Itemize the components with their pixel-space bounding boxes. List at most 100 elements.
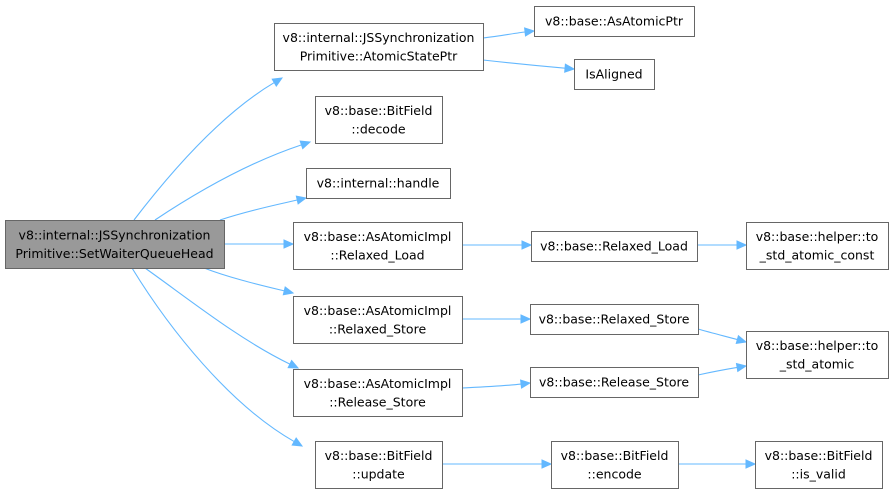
edge-line [203, 267, 285, 292]
edge-line [131, 267, 295, 443]
node-label: v8::base::Relaxed_Store [539, 312, 690, 327]
node-internal-handle[interactable]: v8::internal::handle [306, 168, 451, 199]
node-is-aligned[interactable]: IsAligned [574, 59, 655, 90]
edge-atomic-impl-release-store-to-release-store [461, 379, 532, 389]
node-box [746, 331, 889, 379]
edge-line [482, 31, 526, 39]
node-label: _std_atomic_const [759, 247, 875, 262]
arrowhead-icon [735, 334, 748, 345]
node-label: v8::internal::handle [317, 176, 440, 191]
node-box [746, 222, 889, 270]
edge-root-to-atomic-impl-relaxed-store [203, 267, 295, 296]
arrowhead-icon [541, 459, 553, 469]
node-label: IsAligned [585, 67, 642, 82]
node-bitfield-decode[interactable]: v8::base::BitField::decode [315, 96, 443, 144]
nodes-layer: v8::internal::JSSynchronizationPrimitive… [5, 6, 889, 489]
node-label: _std_atomic [779, 356, 855, 371]
node-label: v8::base::BitField [325, 448, 433, 463]
node-box [534, 6, 695, 37]
edge-atomic-impl-relaxed-load-to-relaxed-load [462, 240, 533, 250]
node-box [755, 441, 883, 489]
arrowhead-icon [287, 359, 300, 369]
edge-line [482, 59, 566, 69]
node-label: v8::base::BitField [765, 448, 873, 463]
node-as-atomic-ptr[interactable]: v8::base::AsAtomicPtr [534, 6, 695, 37]
node-label: ::is_valid [791, 466, 846, 481]
node-label: v8::base::AsAtomicImpl [304, 303, 452, 318]
node-label: v8::base::helper::to [756, 338, 879, 353]
arrowhead-icon [735, 362, 748, 373]
node-label: v8::base::helper::to [756, 229, 879, 244]
node-label: v8::base::Release_Store [539, 375, 689, 390]
edge-root-to-atomic-impl-release-store [144, 267, 300, 369]
node-label: v8::base::BitField [325, 103, 433, 118]
edge-relaxed-load-to-to-std-atomic-const [697, 240, 748, 250]
node-label: ::decode [351, 121, 406, 136]
node-atomic-state-ptr[interactable]: v8::internal::JSSynchronizationPrimitive… [274, 23, 484, 71]
arrowhead-icon [271, 77, 284, 87]
edge-line [219, 199, 298, 221]
edge-release-store-to-to-std-atomic [697, 362, 748, 376]
arrowhead-icon [282, 286, 295, 296]
arrowhead-icon [524, 27, 536, 37]
node-box [274, 23, 484, 71]
node-box [293, 222, 463, 270]
arrowhead-icon [283, 239, 295, 249]
node-to-std-atomic-const[interactable]: v8::base::helper::to_std_atomic_const [746, 222, 889, 270]
node-box [531, 231, 698, 262]
node-bitfield-is-valid[interactable]: v8::base::BitField::is_valid [755, 441, 883, 489]
node-atomic-impl-relaxed-store[interactable]: v8::base::AsAtomicImpl::Relaxed_Store [293, 296, 463, 344]
edge-line [697, 366, 738, 376]
node-release-store[interactable]: v8::base::Release_Store [530, 367, 699, 398]
edge-bitfield-encode-to-bitfield-is-valid [677, 459, 757, 469]
node-to-std-atomic[interactable]: v8::base::helper::to_std_atomic [746, 331, 889, 379]
edge-bitfield-update-to-bitfield-encode [441, 459, 553, 469]
arrowhead-icon [299, 140, 312, 150]
edge-root-to-atomic-impl-relaxed-load [224, 239, 295, 249]
edge-atomic-state-ptr-to-as-atomic-ptr [482, 27, 536, 39]
edge-root-to-bitfield-update [131, 267, 304, 447]
node-label: v8::base::AsAtomicImpl [304, 229, 452, 244]
node-label: Primitive::AtomicStatePtr [300, 48, 458, 63]
node-label: ::Relaxed_Store [329, 321, 427, 336]
edge-root-to-atomic-state-ptr [133, 77, 284, 221]
node-label: ::encode [587, 466, 641, 481]
arrowhead-icon [520, 314, 532, 324]
node-label: v8::internal::JSSynchronization [283, 30, 475, 45]
edge-atomic-impl-relaxed-store-to-relaxed-store [461, 314, 532, 324]
edge-root-to-bitfield-decode [154, 140, 312, 221]
node-label: v8::base::AsAtomicPtr [545, 14, 684, 29]
arrowhead-icon [745, 459, 757, 469]
node-box [530, 367, 699, 398]
node-atomic-impl-relaxed-load[interactable]: v8::base::AsAtomicImpl::Relaxed_Load [293, 222, 463, 270]
node-relaxed-load[interactable]: v8::base::Relaxed_Load [531, 231, 698, 262]
edges-layer [131, 27, 757, 469]
node-box [315, 441, 443, 489]
node-box [315, 96, 443, 144]
node-label: v8::base::Relaxed_Load [540, 239, 688, 254]
edge-line [133, 82, 275, 221]
node-box [551, 441, 679, 489]
edge-line [697, 328, 738, 341]
arrowhead-icon [291, 437, 304, 447]
node-box [530, 304, 699, 335]
node-atomic-impl-release-store[interactable]: v8::base::AsAtomicImpl::Release_Store [293, 369, 463, 417]
arrowhead-icon [521, 240, 533, 250]
node-box [5, 220, 225, 269]
node-box [574, 59, 655, 90]
edge-root-to-internal-handle [219, 195, 308, 221]
node-root: v8::internal::JSSynchronizationPrimitive… [5, 220, 225, 269]
node-label: v8::base::AsAtomicImpl [304, 376, 452, 391]
edge-line [461, 383, 522, 389]
node-box [293, 296, 463, 344]
node-bitfield-encode[interactable]: v8::base::BitField::encode [551, 441, 679, 489]
node-relaxed-store[interactable]: v8::base::Relaxed_Store [530, 304, 699, 335]
arrowhead-icon [519, 379, 532, 389]
edge-line [154, 144, 302, 221]
arrowhead-icon [295, 195, 308, 205]
edge-atomic-state-ptr-to-is-aligned [482, 59, 576, 73]
node-bitfield-update[interactable]: v8::base::BitField::update [315, 441, 443, 489]
node-box [293, 369, 463, 417]
node-label: v8::base::BitField [561, 448, 669, 463]
